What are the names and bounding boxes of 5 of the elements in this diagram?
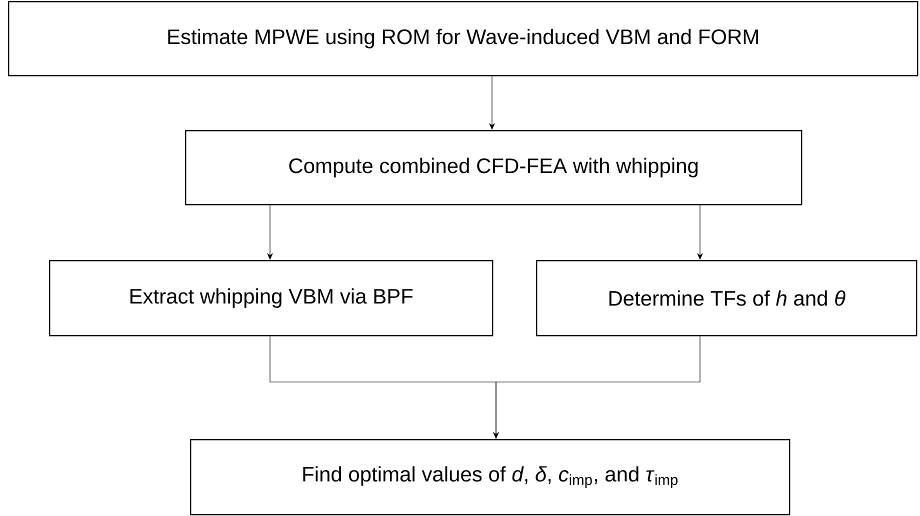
process-box: Extract whipping VBM via BPF (49, 260, 494, 336)
process-box: Compute combined CFD-FEA with whipping (185, 130, 802, 206)
process-box: Find optimal values of d, δ, c$_{imp}$, and τ$_{imp}$ (190, 438, 790, 516)
process-box: Determine TFs of h and θ (536, 260, 918, 336)
process-box: Estimate MPWE using ROM for Wave-induced VBM and FORM (8, 1, 918, 76)
